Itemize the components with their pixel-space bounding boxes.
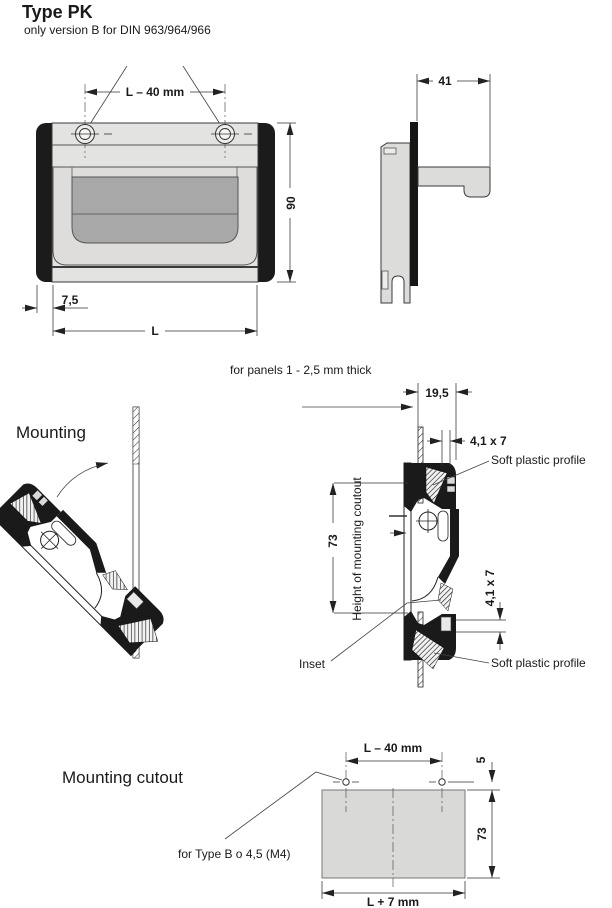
dim-length: L [151,324,158,338]
cutout-rectangle [321,789,466,879]
cutout-height-label: Height of mounting coutout [350,477,364,621]
leader-line [432,460,490,486]
drill-hole-left [342,778,350,786]
leader-line [224,771,343,840]
screw-left [71,124,112,144]
soft-plastic-label-top: Soft plastic profile [491,453,586,467]
side-view: 41 [380,74,491,304]
leader-line [433,652,490,664]
panel-thickness-note: for panels 1 - 2,5 mm thick [230,363,372,377]
dim-hole-spacing: L – 40 mm [364,741,422,755]
rotation-arrow [56,462,109,498]
dim-edge-offset: 7,5 [62,293,79,307]
dim-height: 90 [284,196,298,210]
soft-plastic-label-bottom: Soft plastic profile [491,656,586,670]
leader-line [89,65,128,125]
cutout-heading: Mounting cutout [62,768,183,787]
cross-section-view: 19,5 4,1 x 7 Soft plastic profile 73 Hei… [299,383,586,688]
mounting-cutout-view: Mounting cutout for Type B o 4,5 (M4) L … [62,741,500,908]
dim-width: L + 7 mm [367,895,419,908]
front-flange-edge [410,122,418,286]
recess-tray [71,176,239,244]
leader-line [182,65,221,125]
handle-profile-section [403,462,460,670]
dim-slot-bottom: 4,1 x 7 [483,569,497,606]
profile-slot [383,147,397,155]
dim-height: 73 [475,827,489,841]
dim-hole-spacing: L – 40 mm [126,85,184,99]
dim-hole-offset: 5 [474,756,488,763]
front-view: L – 40 mm 90 7,5 L [22,65,298,338]
header: Type PK only version B for DIN 963/964/9… [22,2,211,37]
panel-hatch [132,406,140,465]
dim-slot-top: 4,1 x 7 [470,434,507,448]
mounting-heading: Mounting [16,423,86,442]
inset-label: Inset [299,657,326,671]
mounting-view: Mounting [0,406,177,663]
page-subtitle: only version B for DIN 963/964/966 [24,23,211,37]
screw-type-note: for Type B o 4,5 (M4) [178,847,291,861]
leader-line [330,599,442,662]
page-title: Type PK [22,2,93,22]
dim-depth: 41 [438,74,452,88]
screw-right [211,124,252,144]
retaining-arm [417,166,491,198]
drill-hole-right [438,778,446,786]
dim-flange: 19,5 [425,386,449,400]
tilted-handle-profile [0,476,177,663]
side-profile-body [380,142,411,304]
dim-cutout-height: 73 [326,534,340,548]
profile-slot [381,270,389,290]
